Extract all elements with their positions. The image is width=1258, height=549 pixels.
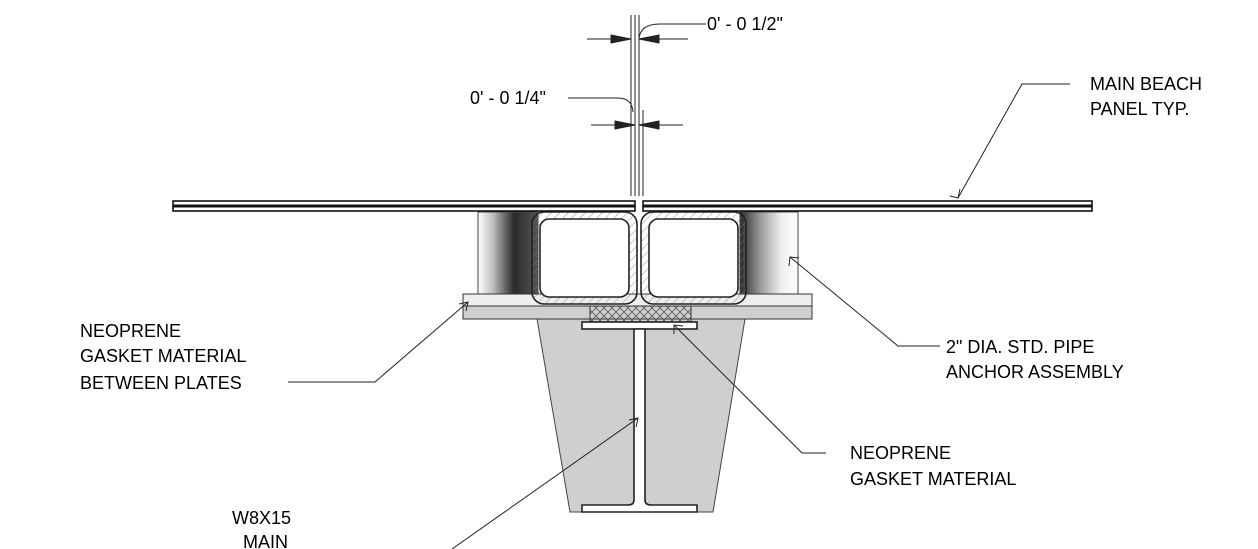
tube-left <box>531 211 638 305</box>
beach-panel-label-1: MAIN BEACH <box>1090 74 1202 94</box>
pipe-anchor-left <box>477 211 539 295</box>
beach-panel-label-2: PANEL TYP. <box>1090 99 1189 119</box>
beach-panel-right <box>642 200 1093 212</box>
dim-bottom-label: 0' - 0 1/4" <box>470 88 546 108</box>
pipe-anchor-right <box>739 211 799 295</box>
pipe-anchor-label-1: 2" DIA. STD. PIPE <box>946 337 1094 357</box>
tube-right <box>640 211 747 305</box>
leader-arrowheads <box>458 188 961 428</box>
dimension-bottom <box>591 120 683 130</box>
w8x15-beam <box>581 321 698 513</box>
beach-panel-left <box>172 200 636 212</box>
neoprene-plates-label-3: BETWEEN PLATES <box>80 373 242 393</box>
dimension-top <box>587 34 688 44</box>
leader-lines <box>288 23 1070 549</box>
neoprene-plates-label-1: NEOPRENE <box>80 321 181 341</box>
beam-label-2: MAIN <box>243 532 288 549</box>
pipe-anchor-label-2: ANCHOR ASSEMBLY <box>946 362 1124 382</box>
dim-top-label: 0' - 0 1/2" <box>707 14 783 34</box>
beam-label-1: W8X15 <box>232 508 291 528</box>
dimension-extension-lines <box>630 15 644 196</box>
gasket-between-plates <box>462 293 813 307</box>
neoprene-gasket-label-2: GASKET MATERIAL <box>850 469 1016 489</box>
neoprene-plates-label-2: GASKET MATERIAL <box>80 346 246 366</box>
neoprene-gasket-label-1: NEOPRENE <box>850 443 951 463</box>
